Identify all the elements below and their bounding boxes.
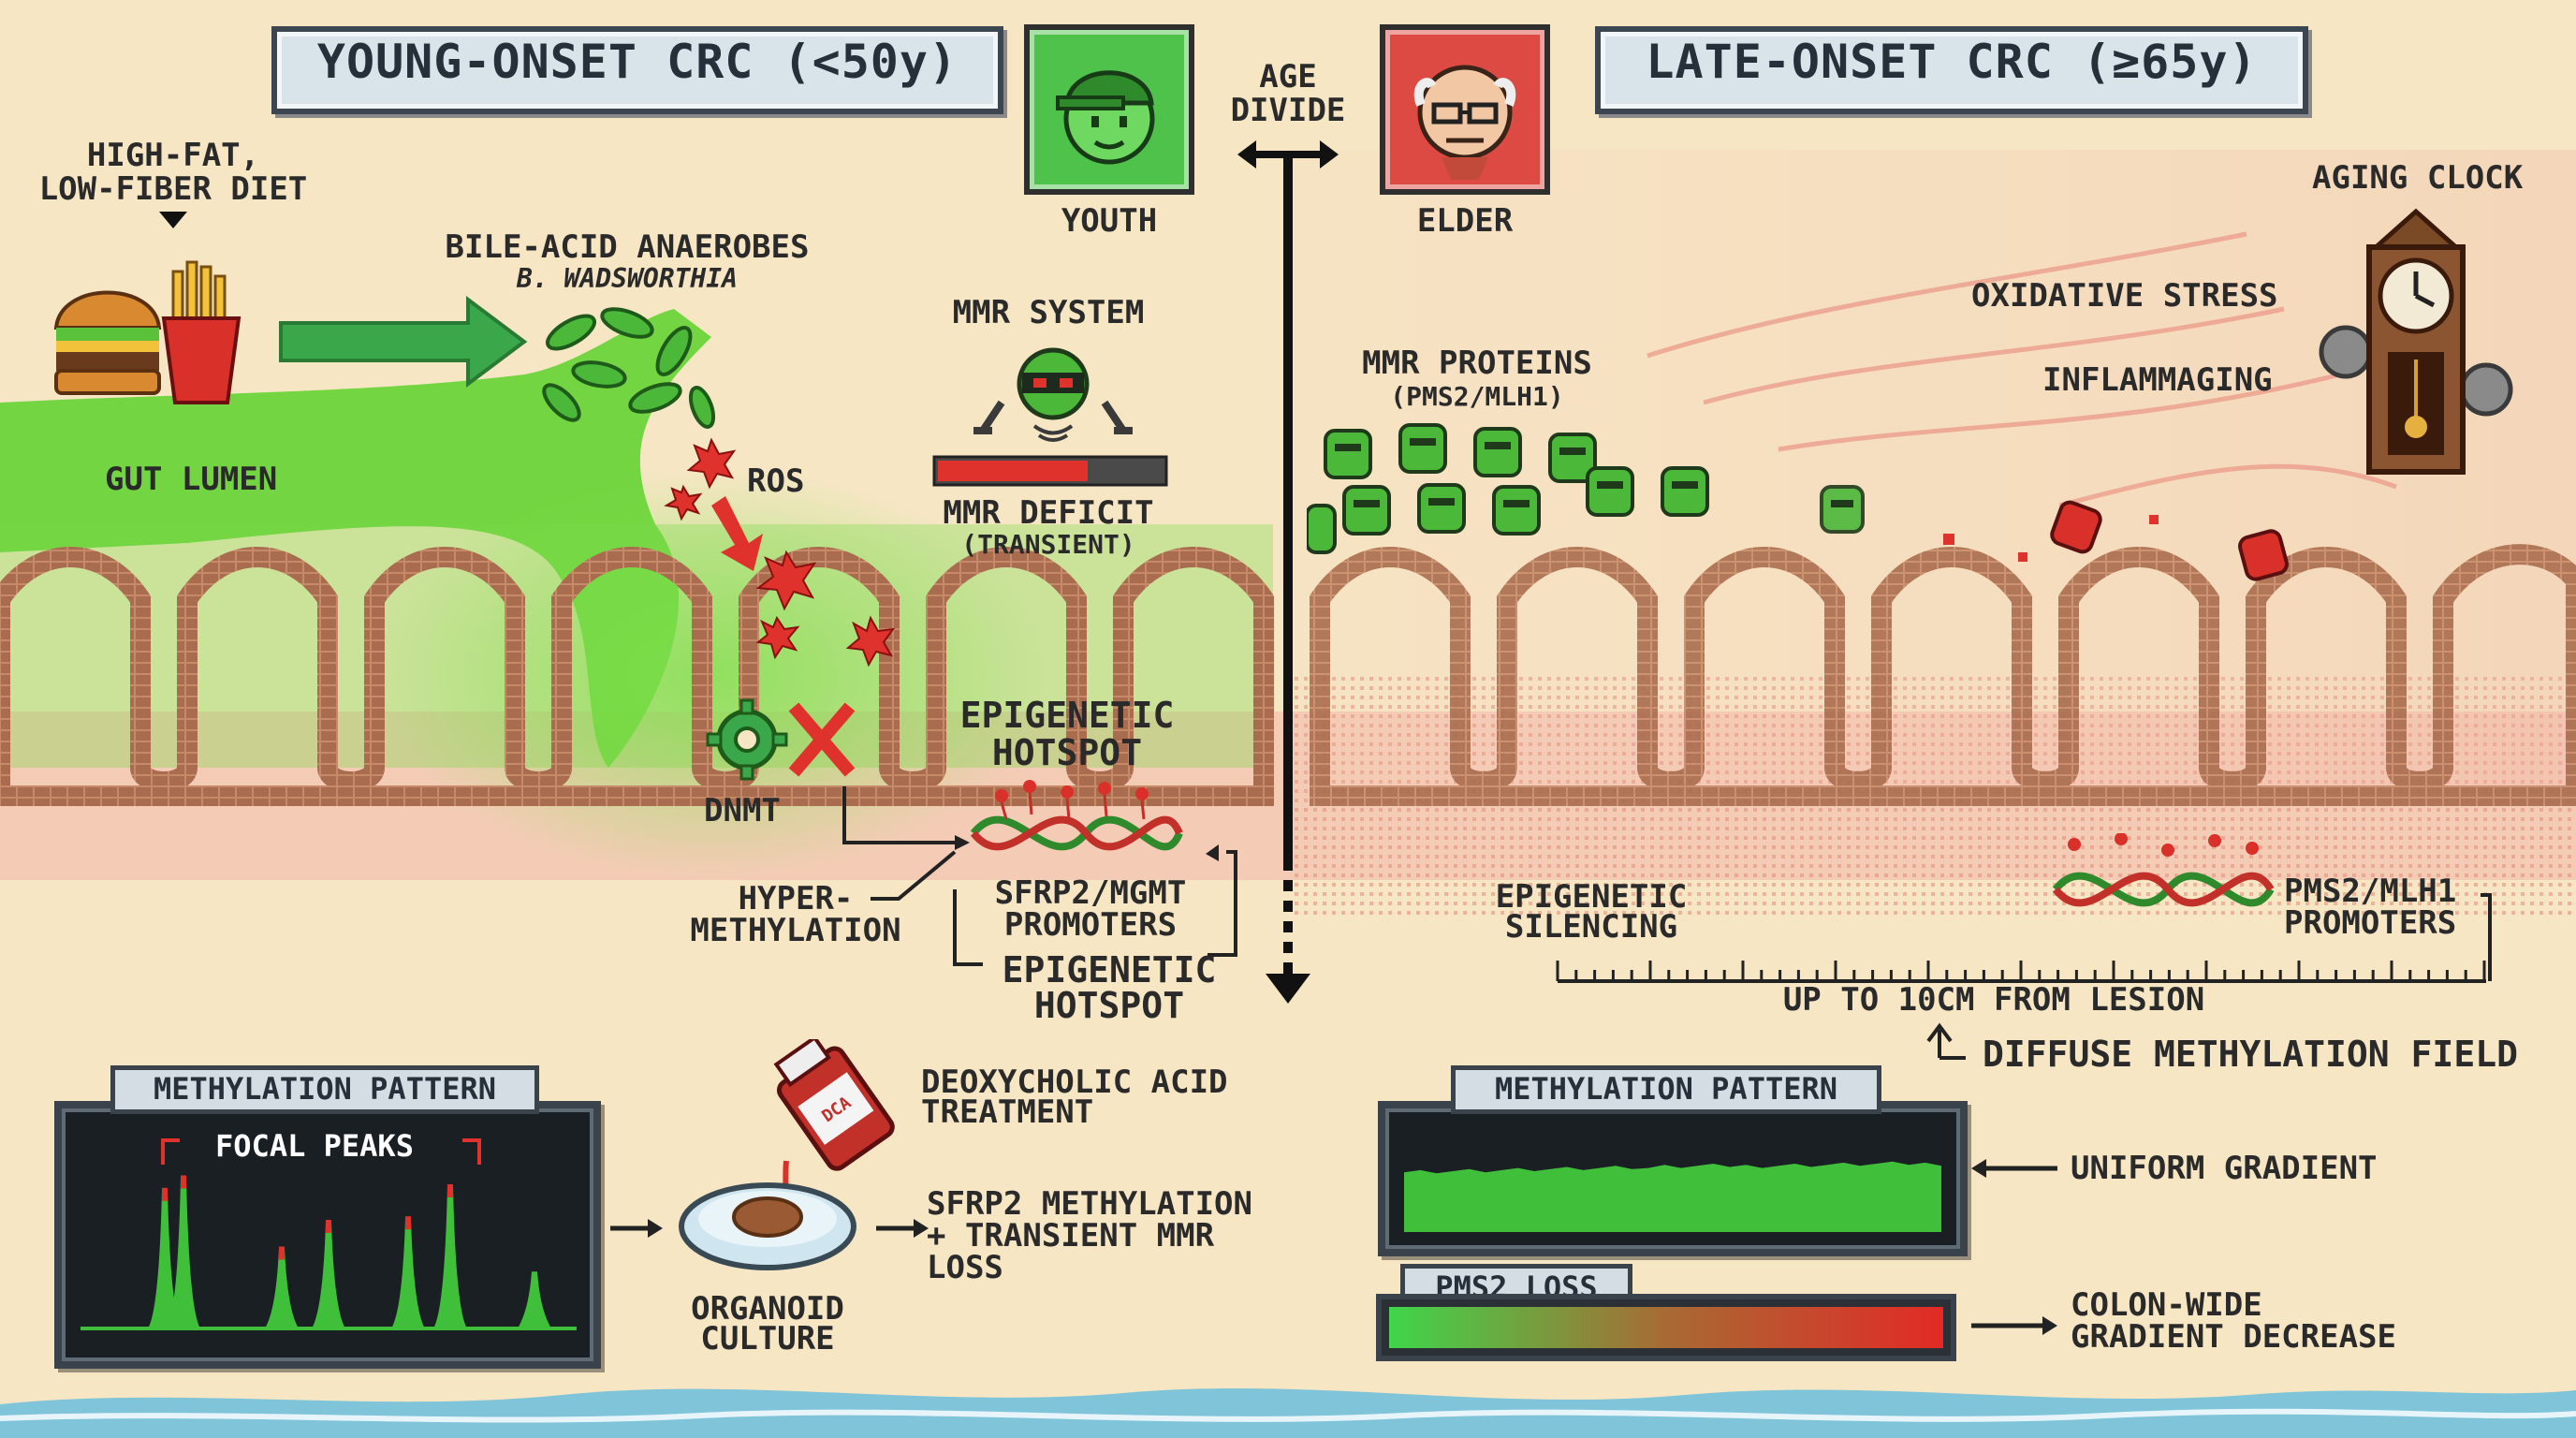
focal-peak-mark bbox=[433, 1186, 467, 1328]
focal-peaks-chart bbox=[80, 1175, 577, 1330]
focal-peaks-brackets bbox=[161, 1138, 481, 1165]
colon-wide-label-1: COLON-WIDE bbox=[2071, 1286, 2262, 1324]
elder-portrait bbox=[1380, 24, 1550, 195]
focal-peak-mark bbox=[167, 1177, 200, 1328]
diet-arrow bbox=[279, 296, 528, 388]
organoid-dish-icon: DCA bbox=[679, 1039, 895, 1270]
pms2-promoters-label-2: PROMOTERS bbox=[2284, 904, 2457, 942]
diet-label-1: HIGH-FAT, bbox=[86, 137, 260, 174]
ros-label: ROS bbox=[747, 462, 805, 500]
arrow-left-icon-1 bbox=[1971, 1159, 2057, 1178]
mmr-proteins-label-2: (PMS2/MLH1) bbox=[1390, 381, 1564, 412]
oxidative-stress-label: OXIDATIVE STRESS bbox=[1971, 277, 2278, 315]
bile-acid-species: B. WADSWORTHIA bbox=[516, 263, 738, 294]
mmr-deficit-label-1: MMR DEFICIT bbox=[943, 494, 1154, 532]
diffuse-methylation-field-label: DIFFUSE METHYLATION FIELD bbox=[1983, 1034, 2518, 1075]
colon-wide-label-2: GRADIENT DECREASE bbox=[2071, 1318, 2396, 1356]
focal-peak-mark bbox=[148, 1189, 182, 1328]
late-onset-title: LATE-ONSET CRC (≥65y) bbox=[1595, 26, 2308, 114]
dnmt-gear-blocked-icon bbox=[706, 698, 856, 781]
youth-label: YOUTH bbox=[1061, 202, 1158, 240]
bacteria-cluster-icon bbox=[542, 307, 716, 429]
mmr-deficit-label-2: (TRANSIENT) bbox=[961, 529, 1135, 560]
mmr-deficit-bar bbox=[932, 455, 1168, 487]
sfrp2-result-label-1: SFRP2 METHYLATION bbox=[927, 1185, 1252, 1223]
mmr-proteins-label-1: MMR PROTEINS bbox=[1362, 345, 1592, 382]
sfrp2-promoters-label-2: PROMOTERS bbox=[1003, 906, 1178, 944]
aging-clock-icon bbox=[2319, 208, 2513, 475]
epigenetic-hotspot-bottom-1: EPIGENETIC bbox=[1002, 949, 1217, 990]
deoxycholic-label-1: DEOXYCHOLIC ACID bbox=[921, 1064, 1228, 1101]
epigenetic-hotspot-bottom-2: HOTSPOT bbox=[1033, 985, 1185, 1026]
elder-face-icon bbox=[1413, 65, 1516, 180]
dnmt-label: DNMT bbox=[704, 792, 781, 829]
focal-peak-mark bbox=[312, 1222, 345, 1328]
focal-peak-mark bbox=[391, 1218, 425, 1328]
ros-arrow bbox=[711, 496, 763, 571]
young-onset-title: YOUNG-ONSET CRC (<50y) bbox=[271, 26, 1003, 114]
arrow-right-icon-2 bbox=[876, 1219, 929, 1238]
youth-face-icon bbox=[1056, 70, 1155, 165]
hypermethylation-label-2: METHYLATION bbox=[690, 912, 901, 949]
age-divide-label-1: AGE bbox=[1259, 58, 1317, 95]
deoxycholic-label-2: TREATMENT bbox=[921, 1093, 1094, 1131]
uniform-gradient-label: UNIFORM GRADIENT bbox=[2071, 1150, 2378, 1187]
focal-peak-tip bbox=[181, 1175, 186, 1189]
hypermethylation-label-1: HYPER- bbox=[738, 880, 854, 917]
focal-peak-mark bbox=[265, 1248, 299, 1328]
pms2-loss-gradient-bar bbox=[1376, 1294, 1956, 1361]
hotspot-connectors bbox=[842, 786, 1237, 966]
focal-peak-tip bbox=[405, 1216, 411, 1230]
crypt-row-late bbox=[1310, 544, 2576, 806]
uniform-gradient-chart bbox=[1404, 1161, 1941, 1232]
up-to-10cm-label: UP TO 10CM FROM LESION bbox=[1782, 981, 2205, 1019]
bile-acid-title: BILE-ACID ANAEROBES bbox=[445, 228, 810, 266]
uniform-gradient-area bbox=[1404, 1161, 1941, 1232]
focal-peak-mark bbox=[518, 1271, 551, 1328]
epigenetic-silencing-label-2: SILENCING bbox=[1504, 908, 1678, 946]
pms2-promoters-label-1: PMS2/MLH1 bbox=[2284, 873, 2457, 910]
focal-peaks-label: FOCAL PEAKS bbox=[215, 1128, 414, 1164]
burger-fries-icon bbox=[53, 260, 242, 404]
ros-burst-icons bbox=[664, 437, 896, 668]
sfrp2-promoters-label-1: SFRP2/MGMT bbox=[994, 874, 1187, 912]
focal-peak-tip bbox=[326, 1220, 331, 1233]
chevron-down-icon bbox=[159, 212, 187, 228]
inflammaging-label: INFLAMMAGING bbox=[2042, 361, 2273, 399]
oxidative-swirls bbox=[1647, 231, 2397, 508]
aging-clock-label: AGING CLOCK bbox=[2312, 159, 2524, 197]
epigenetic-hotspot-top-1: EPIGENETIC bbox=[959, 695, 1175, 736]
arrow-right-icon-3 bbox=[1971, 1316, 2057, 1335]
dna-helix-late-icon bbox=[2052, 833, 2275, 907]
organoid-label-1: ORGANOID bbox=[691, 1290, 844, 1328]
arrow-right-icon-1 bbox=[610, 1219, 663, 1238]
focal-peak-tip bbox=[279, 1246, 285, 1260]
gut-lumen-label: GUT LUMEN bbox=[105, 461, 278, 498]
diet-label-2: LOW-FIBER DIET bbox=[38, 170, 308, 208]
ruler-field-scale bbox=[1556, 893, 2492, 1060]
late-methylation-monitor bbox=[1378, 1101, 1968, 1256]
mmr-protein-robots-icon bbox=[1307, 423, 2289, 581]
young-methylation-tab: METHYLATION PATTERN bbox=[110, 1065, 539, 1114]
crypt-row-young bbox=[0, 547, 1274, 806]
age-divide-label-2: DIVIDE bbox=[1230, 92, 1346, 129]
youth-portrait bbox=[1024, 24, 1194, 195]
elder-label: ELDER bbox=[1416, 202, 1514, 240]
epigenetic-hotspot-top-2: HOTSPOT bbox=[991, 732, 1143, 773]
organoid-label-2: CULTURE bbox=[700, 1320, 835, 1357]
mmr-system-label: MMR SYSTEM bbox=[952, 294, 1145, 331]
sfrp2-result-label-2: + TRANSIENT MMR bbox=[927, 1217, 1215, 1255]
young-methylation-monitor: FOCAL PEAKS bbox=[54, 1101, 601, 1369]
focal-peak-tip bbox=[162, 1187, 168, 1201]
mmr-robot-icon bbox=[973, 347, 1133, 442]
focal-peak-tip bbox=[447, 1184, 453, 1197]
dna-helix-young-icon bbox=[970, 780, 1183, 851]
sfrp2-result-label-3: LOSS bbox=[927, 1249, 1003, 1286]
late-methylation-tab: METHYLATION PATTERN bbox=[1451, 1065, 1881, 1114]
epigenetic-silencing-label-1: EPIGENETIC bbox=[1495, 878, 1688, 916]
age-divide-arrow bbox=[1237, 140, 1339, 1004]
